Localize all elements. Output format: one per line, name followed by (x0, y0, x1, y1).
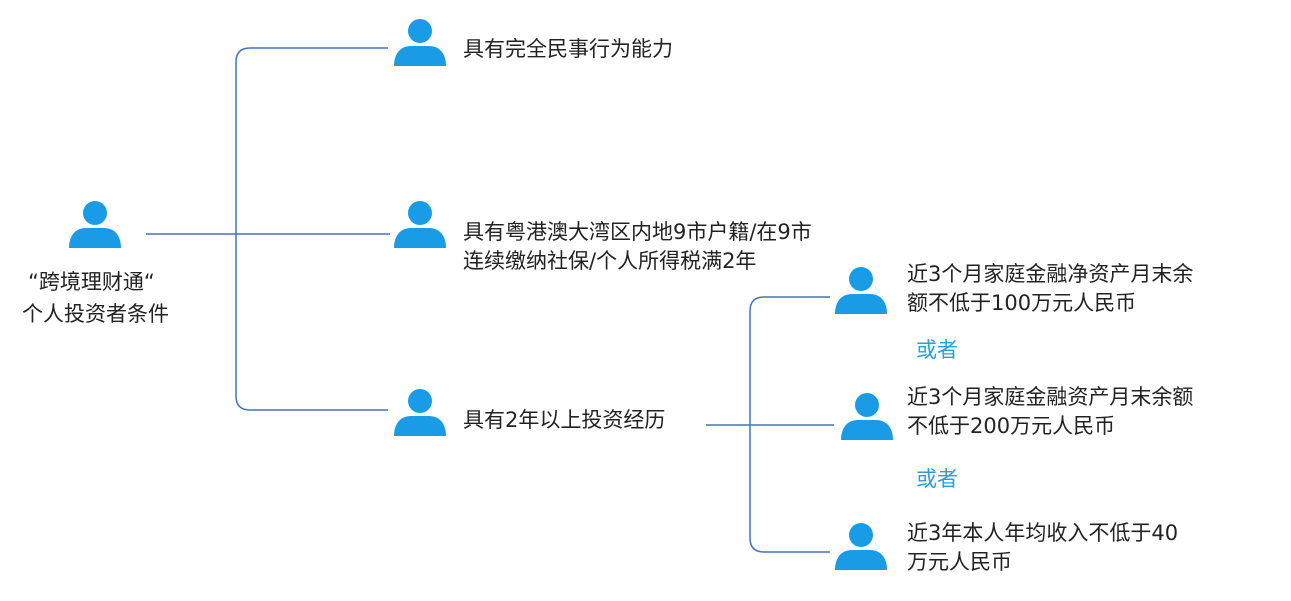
condition-1-label: 具有完全民事行为能力 (463, 37, 673, 61)
alternative-1-label-line2: 额不低于100万元人民币 (907, 291, 1137, 315)
condition-1-person-icon (394, 19, 446, 66)
alternative-2-label-line2: 不低于200万元人民币 (907, 414, 1116, 438)
or-label-1: 或者 (916, 338, 958, 362)
alternative-2-person-icon (841, 393, 893, 440)
or-label-2: 或者 (916, 467, 958, 491)
alternative-1-person-icon (835, 267, 887, 314)
conditions-bracket (235, 47, 388, 411)
condition-2-label-line1: 具有粤港澳大湾区内地9市户籍/在9市 (463, 220, 812, 244)
root-title-line1: “跨境理财通“ (28, 270, 155, 294)
root-person-icon (69, 201, 121, 248)
alternative-2-label-line1: 近3个月家庭金融资产月末余额 (907, 385, 1194, 409)
alternative-3-label-line1: 近3年本人年均收入不低于40 (907, 521, 1179, 545)
condition-2-label-line2: 连续缴纳社保/个人所得税满2年 (463, 249, 757, 273)
alternatives-bracket (749, 296, 830, 553)
condition-3-person-icon (394, 389, 446, 436)
condition-3-label: 具有2年以上投资经历 (463, 408, 666, 432)
alternative-3-person-icon (835, 523, 887, 570)
condition-2-person-icon (394, 201, 446, 248)
alternative-1-label-line1: 近3个月家庭金融净资产月末余 (907, 262, 1194, 286)
alternative-3-label-line2: 万元人民币 (907, 550, 1012, 574)
root-title-line2: 个人投资者条件 (22, 302, 169, 326)
